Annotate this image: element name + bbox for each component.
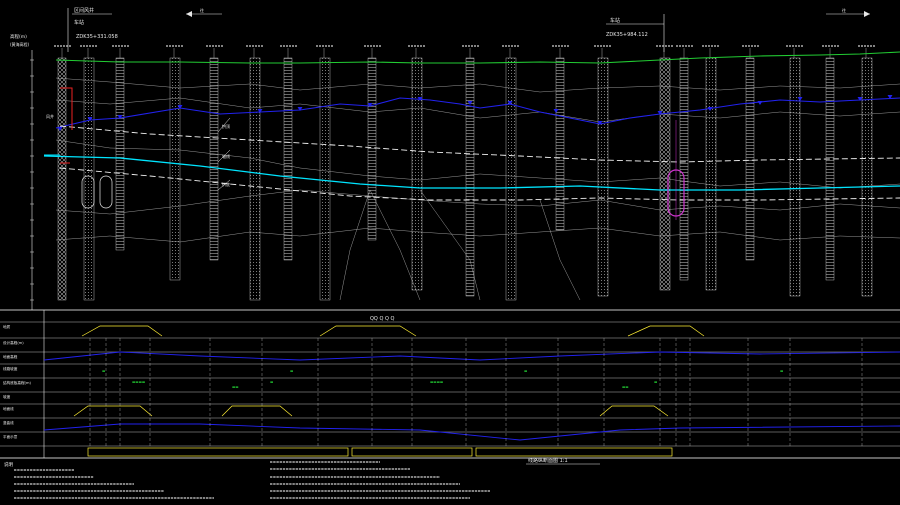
borehole-column [169, 57, 181, 281]
left-mileage: ZDK35+331.058 [76, 34, 118, 40]
tunnel-crown-label: 拱顶 [222, 123, 230, 129]
borehole-column [209, 57, 219, 261]
svg-text:▬: ▬ [780, 369, 783, 373]
borehole-column [659, 57, 671, 291]
elevation-axis-label: 高程(m) [10, 33, 27, 40]
right-arrow-label: 往 [842, 7, 846, 13]
tunnel-profile: 拱顶 轴线 拱底 [43, 117, 900, 201]
ground-surface-line [55, 51, 900, 64]
groundwater-markers [57, 95, 893, 131]
borehole-columns [57, 57, 873, 301]
tunnel-axis-label: 轴线 [222, 153, 230, 159]
elevation-axis-sublabel: (黄海高程) [10, 41, 30, 47]
borehole-column [861, 57, 873, 297]
legend-text: QQ Q Q Q [370, 316, 395, 322]
stratum-boundaries [55, 77, 900, 301]
water-level-marker [757, 101, 763, 105]
water-level-marker [177, 105, 183, 109]
notes-title: 说明 [4, 461, 13, 468]
water-level-marker [87, 117, 93, 121]
notes-lines [14, 461, 490, 499]
water-level-marker [507, 101, 513, 105]
left-arrow-label: 往 [200, 7, 204, 13]
table-row-label: 地质 [3, 324, 11, 329]
table-blue-lines [43, 351, 900, 441]
water-level-marker [117, 115, 123, 119]
shaft-outline-left [81, 175, 113, 209]
borehole-column [679, 57, 689, 281]
water-level-marker [417, 97, 423, 101]
borehole-column [367, 57, 377, 241]
borehole-column [57, 57, 67, 301]
left-direction-arrow: 往 [186, 7, 222, 17]
svg-text:▬: ▬ [654, 380, 657, 384]
borehole-column [597, 57, 609, 297]
curve-elements-yellow [73, 325, 705, 457]
water-level-marker [797, 97, 803, 101]
table-row-label: 坡度 [3, 394, 11, 399]
tunnel-crown-dashed [59, 125, 900, 163]
table-row-label: 设计高程(m) [3, 340, 24, 345]
water-level-marker [553, 109, 559, 113]
left-station-title: 区间风井 [74, 7, 94, 14]
borehole-column [115, 57, 125, 251]
borehole-column [411, 57, 423, 291]
station-ticks [89, 338, 863, 446]
borehole-column [705, 57, 717, 291]
axis-ticks [30, 59, 34, 301]
shaft-note: 风井 [46, 113, 54, 119]
borehole-column [319, 57, 331, 301]
borehole-labels [54, 45, 876, 58]
svg-text:▬: ▬ [102, 369, 105, 373]
svg-text:▬: ▬ [290, 369, 293, 373]
table-row-label: 线路坡度 [3, 366, 18, 371]
bottom-title: 线路纵断面图 1:1 [528, 457, 568, 464]
tunnel-invert-label: 拱底 [222, 181, 230, 187]
mid-mileage: ZDK35+984.112 [606, 32, 648, 38]
water-level-marker [657, 111, 663, 115]
table-row-label: 平面示意 [3, 434, 18, 439]
header: 区间风井 车站 ZDK35+331.058 往 车站 ZDK35+984.112… [67, 7, 870, 52]
tunnel-invert-dashed [59, 167, 900, 201]
water-level-marker [467, 101, 473, 105]
svg-text:▬: ▬ [270, 380, 273, 384]
water-level-marker [857, 97, 863, 101]
water-level-marker [707, 107, 713, 111]
table-row-label: 地面线 [3, 406, 14, 411]
left-station-markers [60, 87, 73, 164]
mid-station-title: 车站 [610, 17, 620, 24]
water-level-marker [367, 103, 373, 107]
elevation-axis: 高程(m) (黄海高程) [10, 33, 34, 310]
water-level-marker [57, 127, 63, 131]
borehole-column [825, 57, 835, 281]
borehole-column [505, 57, 517, 301]
svg-text:▬: ▬ [524, 369, 527, 373]
borehole-column [83, 57, 95, 301]
table-row-label: 结构底板高程(m) [3, 380, 31, 385]
left-station-sub: 车站 [74, 19, 84, 26]
water-level-marker [887, 95, 893, 99]
notes-section: 说明 线路纵断面图 1:1 [4, 457, 600, 499]
svg-text:▬▬: ▬▬ [232, 385, 239, 389]
svg-text:▬▬▬▬: ▬▬▬▬ [132, 380, 145, 384]
svg-text:▬▬: ▬▬ [622, 385, 629, 389]
water-level-marker [597, 121, 603, 125]
groundwater-line [55, 97, 900, 129]
right-direction-arrow: 往 [826, 7, 870, 17]
water-level-marker [257, 109, 263, 113]
table-green-marks: ▬▬▬▬ ▬▬ ▬ ▬▬▬▬ ▬▬ ▬ ▬ ▬ ▬ ▬ [102, 369, 783, 389]
borehole-column [789, 57, 801, 297]
svg-text:▬▬▬▬: ▬▬▬▬ [430, 380, 443, 384]
table-row-label: 竖曲线 [3, 420, 14, 425]
water-level-marker [297, 107, 303, 111]
tunnel-axis [43, 155, 900, 191]
table-row-label: 地面高程 [3, 354, 18, 359]
borehole-column [249, 57, 261, 301]
